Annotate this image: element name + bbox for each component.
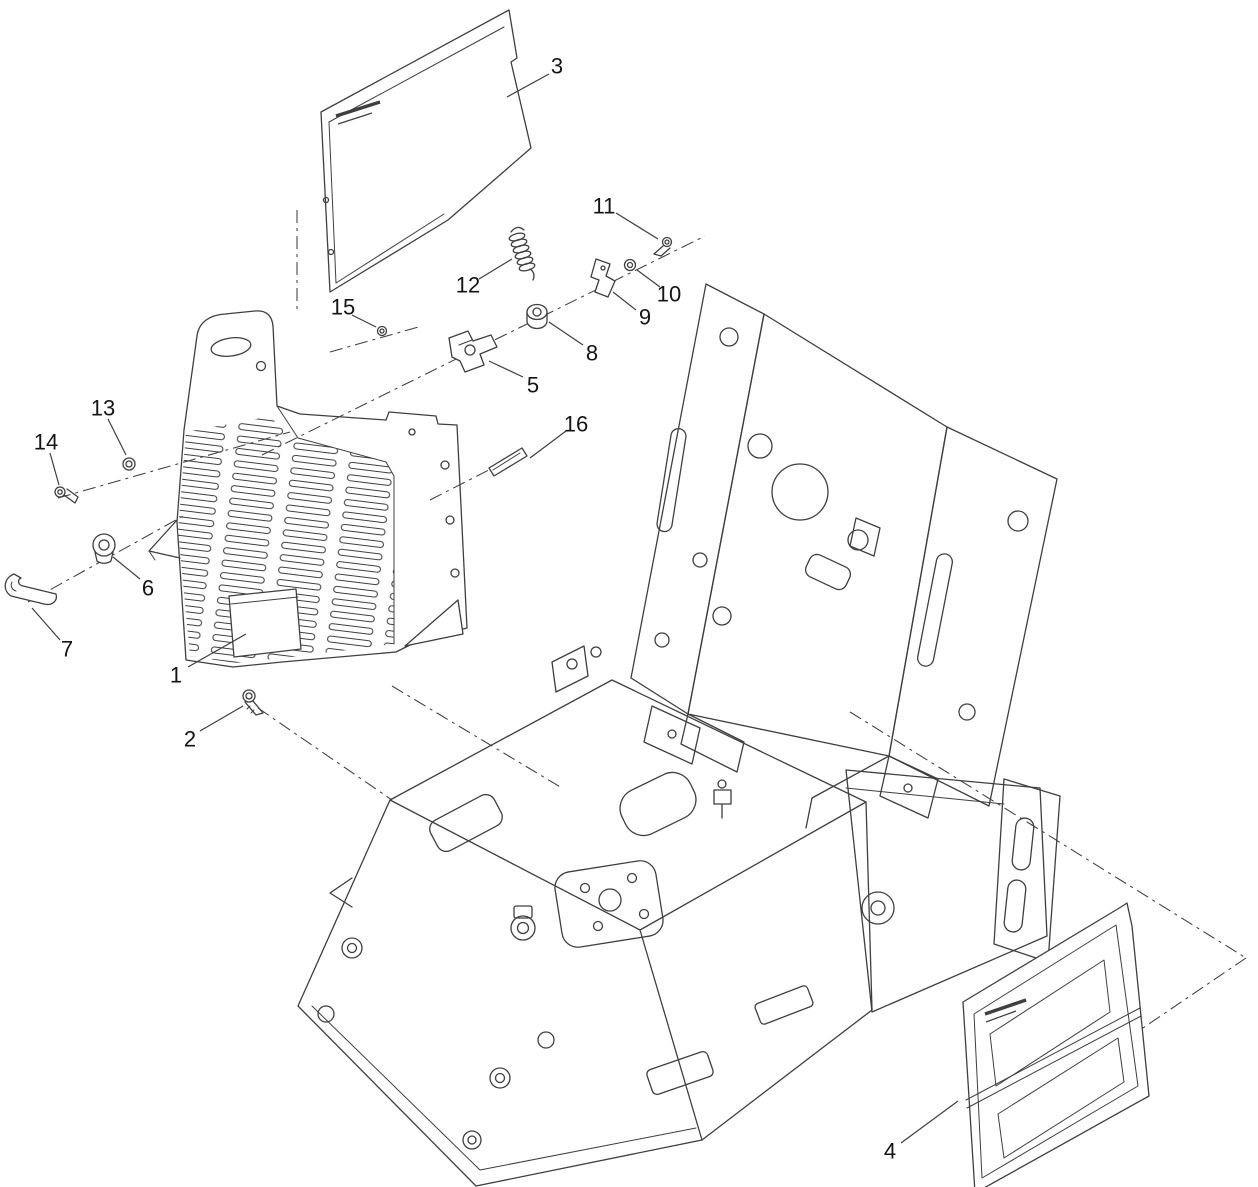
- callout-10: 10: [657, 282, 681, 307]
- latch-hook: [590, 258, 616, 298]
- latch-pocket: [228, 588, 302, 658]
- callout-leaders: [31, 73, 959, 1144]
- extension-spring: [508, 226, 536, 281]
- panel-hatch-mark: [335, 100, 381, 118]
- callout-6: 6: [142, 576, 154, 601]
- callout-14: 14: [34, 430, 58, 455]
- callout-13: 13: [91, 396, 115, 421]
- callout-labels: 1 2 3 4 5 6 7 8 9 10 11 12 13 14 15 16: [34, 54, 896, 1164]
- oval-hole: [210, 337, 252, 357]
- screw-part-11: [653, 236, 673, 257]
- base-deck: [389, 679, 867, 931]
- panel-hatch-mark: [984, 998, 1027, 1016]
- left-tower-slot: [656, 427, 687, 533]
- washer-part-13: [122, 457, 136, 471]
- bulkhead-large-hole: [771, 463, 829, 521]
- screw-part-14: [54, 486, 79, 504]
- lower-rear-panel: [962, 902, 1150, 1187]
- callout-11: 11: [593, 194, 616, 219]
- construction-lines: [27, 210, 1247, 1031]
- callout-7: 7: [61, 637, 73, 662]
- chassis-frame: [297, 283, 1061, 1187]
- washer-part-10: [623, 258, 637, 272]
- bushing-part-6: [92, 533, 116, 564]
- bent-rod: [4, 573, 58, 606]
- callout-5: 5: [527, 373, 539, 398]
- triangular-slot: [404, 599, 464, 647]
- left-tower-plate: [630, 283, 765, 715]
- callout-9: 9: [639, 305, 651, 330]
- hardware-parts: [4, 226, 673, 716]
- callout-15: 15: [331, 295, 355, 320]
- louvered-screen-panel: [148, 310, 468, 668]
- bushing-part-8: [526, 303, 548, 330]
- right-tower-slot: [917, 553, 953, 667]
- pin-part-16: [488, 447, 528, 477]
- callout-2: 2: [184, 727, 196, 752]
- callout-8: 8: [586, 341, 598, 366]
- flange-bolt: [242, 689, 264, 716]
- callout-1: 1: [170, 663, 182, 688]
- callout-16: 16: [564, 412, 588, 437]
- callout-4: 4: [884, 1139, 896, 1164]
- pump-assembly: [554, 860, 664, 948]
- upper-cover-panel: [320, 9, 532, 293]
- base-hull: [297, 799, 703, 1187]
- latch-bracket: [448, 330, 498, 373]
- callout-3: 3: [551, 54, 563, 79]
- rear-bulkhead: [687, 313, 948, 757]
- callout-12: 12: [456, 273, 480, 298]
- nut-part-15: [376, 325, 388, 337]
- right-wing-frame: [845, 769, 1048, 1013]
